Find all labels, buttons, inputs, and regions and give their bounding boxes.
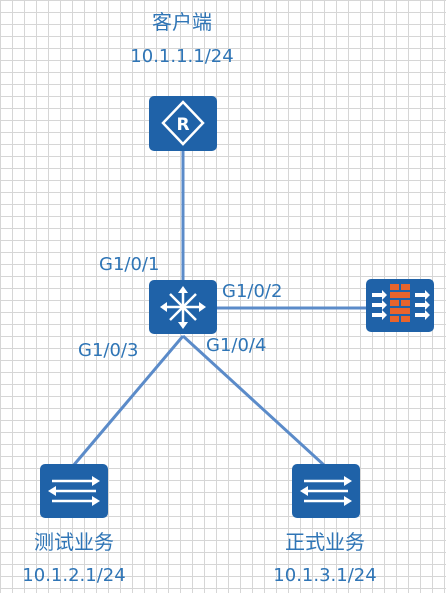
client-name: 客户端	[152, 10, 212, 34]
firewall-icon[interactable]	[366, 279, 434, 332]
client-ip: 10.1.1.1/24	[130, 46, 233, 67]
switch-icon[interactable]	[40, 464, 108, 518]
switch-icon[interactable]	[292, 464, 360, 518]
test-ip: 10.1.2.1/24	[22, 565, 125, 586]
link-core-prod	[181, 334, 327, 468]
port-label-g2: G1/0/2	[222, 281, 282, 302]
prod-name: 正式业务	[285, 530, 365, 554]
test-name: 测试业务	[34, 530, 114, 554]
prod-ip: 10.1.3.1/24	[273, 565, 376, 586]
port-label-g3: G1/0/3	[78, 340, 138, 361]
port-label-g4: G1/0/4	[206, 335, 266, 356]
svg-text:R: R	[176, 115, 189, 135]
link-core-test	[71, 335, 185, 467]
port-label-g1: G1/0/1	[99, 254, 159, 275]
router-icon[interactable]: R	[149, 96, 217, 151]
core-switch-icon[interactable]	[149, 280, 217, 334]
